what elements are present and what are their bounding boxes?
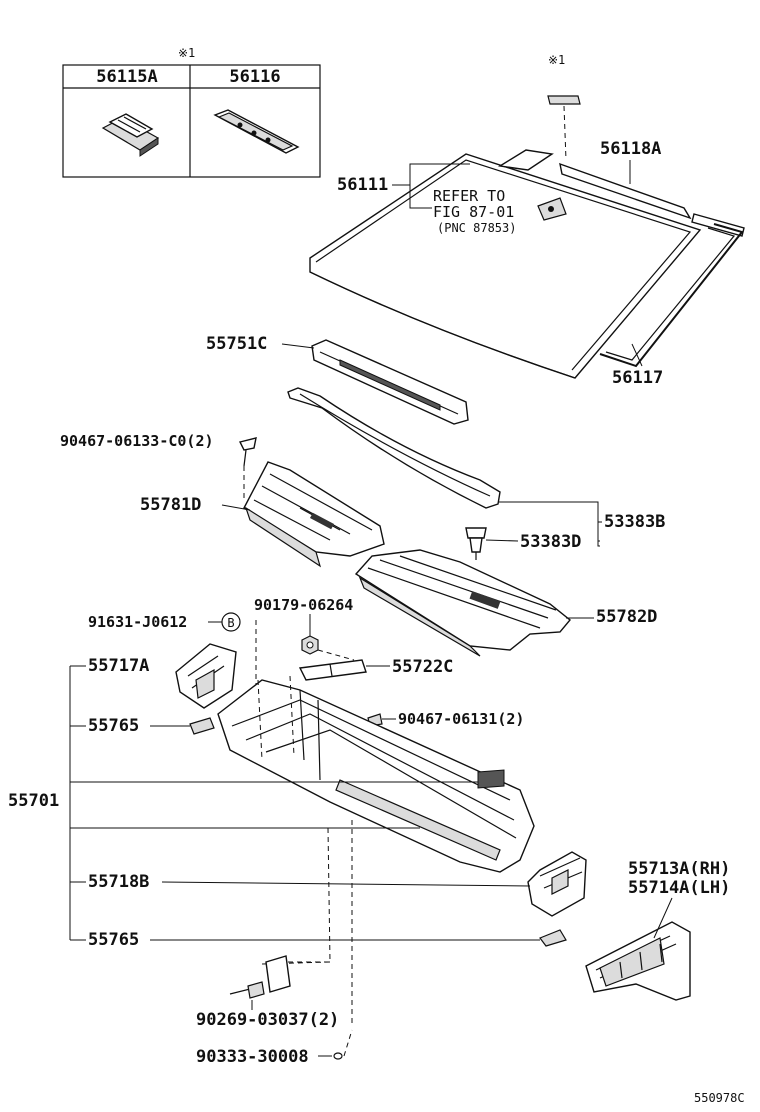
label-55781D: 55781D — [140, 495, 201, 515]
refer-line-2: FIG 87-01 — [433, 203, 514, 221]
weatherstrip-53383B — [287, 387, 501, 509]
nut-90179-icon — [301, 635, 319, 655]
callout-b-letter: B — [227, 616, 234, 630]
label-56117: 56117 — [612, 368, 663, 388]
label-56111: 56111 — [337, 175, 388, 195]
label-90467-06133: 90467-06133-C0(2) — [60, 432, 214, 450]
screw-90269-icon — [229, 955, 291, 999]
bracket-55717A — [175, 643, 237, 709]
inset-mark: ※1 — [178, 46, 195, 60]
clip-53383D-icon — [465, 527, 487, 560]
clip-90467-06133-icon — [238, 437, 257, 467]
label-55765-bottom: 55765 — [88, 930, 139, 950]
figure-code: 550978C — [694, 1091, 745, 1105]
label-53383B: 53383B — [604, 512, 665, 532]
pad-55765-bottom-icon — [539, 929, 567, 947]
label-55714A: 55714A(LH) — [628, 878, 730, 898]
inset-table: ※1 56115A 56116 — [62, 46, 321, 178]
windshield-glass — [309, 153, 702, 379]
label-55765-top: 55765 — [88, 716, 139, 736]
seal-55751C — [311, 339, 469, 425]
bracket-55722C-icon — [298, 659, 367, 681]
inset-col2-label: 56116 — [229, 67, 280, 87]
strip-56116-icon — [213, 109, 300, 154]
label-53383D: 53383D — [520, 532, 581, 552]
label-55713A: 55713A(RH) — [628, 859, 730, 879]
side-moulding-56117 — [599, 223, 744, 368]
label-55718B: 55718B — [88, 872, 149, 892]
side-panel-55713A — [585, 921, 691, 1001]
label-55717A: 55717A — [88, 656, 149, 676]
label-55782D: 55782D — [596, 607, 657, 627]
label-90269: 90269-03037(2) — [196, 1010, 339, 1030]
label-55722C: 55722C — [392, 657, 453, 677]
label-56118A-mark: ※1 — [548, 53, 565, 67]
bracket-55718B — [527, 851, 587, 917]
label-91631: 91631-J0612 — [88, 613, 187, 631]
grommet-90333-icon — [333, 1052, 343, 1060]
label-56118A: 56118A — [600, 139, 661, 159]
pad-55765-top-icon — [189, 717, 215, 735]
label-55751C: 55751C — [206, 334, 267, 354]
label-90467-06131: 90467-06131(2) — [398, 710, 524, 728]
moulding-clip-icon — [547, 95, 581, 105]
cowl-panel-55701 — [217, 675, 535, 873]
cowl-top-55781D — [243, 461, 385, 568]
label-90333: 90333-30008 — [196, 1047, 309, 1067]
cowl-top-55782D — [354, 549, 571, 657]
inset-col1-label: 56115A — [96, 67, 157, 87]
mirror-bracket-icon — [537, 197, 567, 221]
label-90179: 90179-06264 — [254, 596, 353, 614]
callout-b-circle — [221, 612, 241, 632]
clip-56115A-icon — [101, 113, 160, 157]
refer-line-3: (PNC 87853) — [437, 221, 516, 235]
refer-line-1: REFER TO — [433, 187, 505, 205]
label-55701: 55701 — [8, 791, 59, 811]
